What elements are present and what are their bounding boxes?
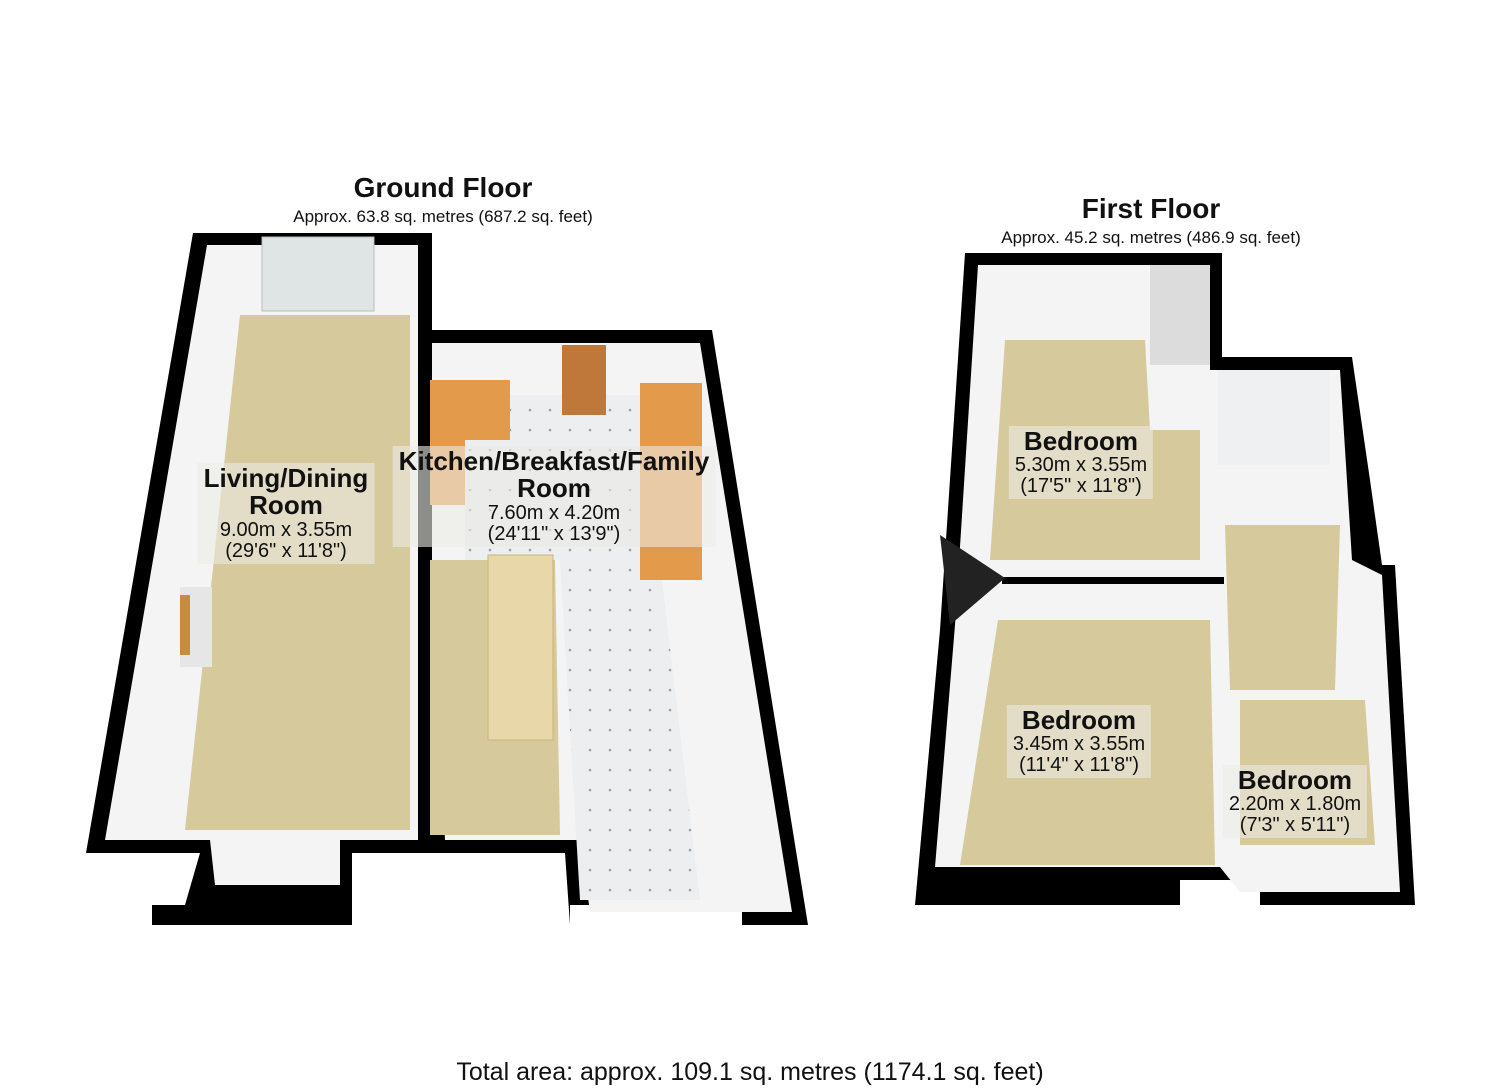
room-dimensions-metric: 9.00m x 3.55m bbox=[219, 518, 353, 541]
room-name: Bedroom bbox=[1023, 426, 1139, 456]
room-dimensions-imperial: (29'6" x 11'8") bbox=[225, 539, 347, 562]
room-dimensions-imperial: (17'5" x 11'8") bbox=[1020, 475, 1142, 498]
landing-floor bbox=[1225, 525, 1340, 690]
room-dimensions-metric: 7.60m x 4.20m bbox=[487, 501, 621, 524]
room-name: Living/Dining bbox=[203, 463, 369, 493]
ground-floor-area: Approx. 63.8 sq. metres (687.2 sq. feet) bbox=[293, 207, 593, 226]
room-dimensions-imperial: (11'4" x 11'8") bbox=[1018, 754, 1140, 777]
room-name: Room bbox=[249, 490, 323, 521]
room-label-living-dining: Living/Dining Room 9.00m x 3.55m (29'6" … bbox=[197, 463, 375, 564]
room-name: Bedroom bbox=[1237, 765, 1353, 795]
room-label-bedroom-2: Bedroom 3.45m x 3.55m (11'4" x 11'8") bbox=[1006, 705, 1152, 779]
room-name: Kitchen/Breakfast/Family bbox=[398, 446, 710, 476]
front-door bbox=[562, 345, 606, 415]
room-dimensions-metric: 2.20m x 1.80m bbox=[1228, 793, 1362, 816]
kitchen-family-room bbox=[420, 330, 808, 925]
first-floor-title: First Floor bbox=[1081, 193, 1221, 224]
room-label-bedroom-1: Bedroom 5.30m x 3.55m (17'5" x 11'8") bbox=[1008, 426, 1154, 500]
staircase bbox=[487, 554, 554, 741]
room-label-bedroom-3: Bedroom 2.20m x 1.80m (7'3" x 5'11") bbox=[1222, 765, 1368, 839]
room-dimensions-imperial: (7'3" x 5'11") bbox=[1239, 814, 1351, 837]
room-dimensions-imperial: (24'11" x 13'9") bbox=[487, 522, 621, 545]
room-name: Room bbox=[517, 473, 591, 504]
room-name: Bedroom bbox=[1021, 705, 1137, 735]
room-dimensions-metric: 3.45m x 3.55m bbox=[1012, 733, 1146, 756]
patio-doors bbox=[261, 236, 375, 312]
room-dimensions-metric: 5.30m x 3.55m bbox=[1014, 454, 1148, 477]
total-area: Total area: approx. 109.1 sq. metres (11… bbox=[456, 1058, 1044, 1086]
bathroom bbox=[1218, 370, 1330, 465]
ground-floor-title: Ground Floor bbox=[353, 172, 533, 203]
room-label-kitchen: Kitchen/Breakfast/Family Room 7.60m x 4.… bbox=[392, 446, 716, 547]
living-dining-room bbox=[86, 233, 432, 925]
first-floor-area: Approx. 45.2 sq. metres (486.9 sq. feet) bbox=[1001, 228, 1301, 247]
wardrobe bbox=[1150, 265, 1210, 365]
